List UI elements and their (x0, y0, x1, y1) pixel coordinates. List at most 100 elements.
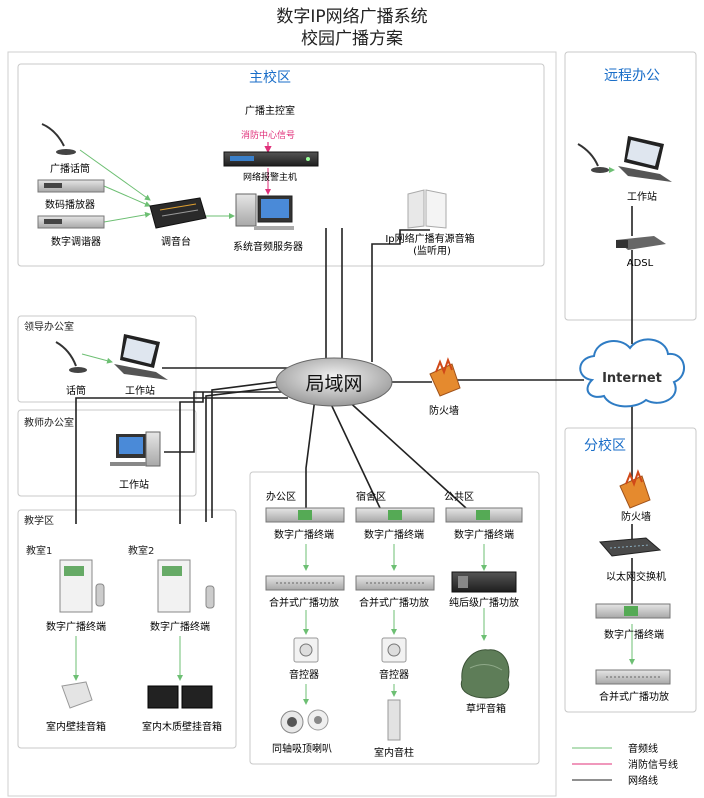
dorm-volume-label: 音控器 (379, 668, 409, 681)
fire-signal-label: 消防中心信号 (241, 129, 295, 141)
zone-branch-title: 分校区 (584, 437, 626, 454)
wood-speaker-icon (147, 685, 213, 709)
zone-areas-box (249, 471, 540, 765)
firewall-icon (429, 357, 461, 397)
wall-speaker-icon (61, 681, 93, 709)
zone-branch-box (564, 427, 697, 713)
wall-speaker-label: 室内壁挂音箱 (46, 720, 106, 733)
leader-mic-icon (55, 341, 87, 373)
zone-main-box (17, 63, 545, 267)
mixer-label: 调音台 (161, 235, 191, 248)
ceiling-speaker-label: 同轴吸顶喇叭 (272, 742, 332, 755)
class1-terminal-label: 数字广播终端 (46, 620, 106, 633)
branch-firewall-icon (619, 469, 651, 509)
dorm-terminal-label: 数字广播终端 (364, 528, 424, 541)
branch-amp-label: 合并式广播功放 (599, 690, 669, 703)
audio-server-label: 系统音频服务器 (233, 240, 303, 253)
dorm-amp-device (355, 575, 435, 591)
active-speaker-icon (407, 189, 447, 229)
network-lines (75, 206, 633, 606)
branch-firewall-label: 防火墙 (621, 510, 651, 523)
legend-network-label: 网络线 (628, 774, 658, 787)
alarm-host-label: 网络报警主机 (243, 171, 297, 183)
branch-terminal-device (595, 603, 671, 619)
teacher-workstation-label: 工作站 (119, 478, 149, 491)
lawn-speaker-label: 草坪音箱 (466, 702, 506, 715)
alarm-host-device (223, 151, 319, 167)
branch-terminal-label: 数字广播终端 (604, 628, 664, 641)
remote-laptop-icon (618, 136, 672, 182)
dorm-volume-icon (381, 637, 407, 663)
office-terminal-device (265, 507, 345, 523)
class2-label: 教室2 (128, 544, 154, 557)
zone-remote-title: 远程办公 (604, 68, 660, 84)
office-volume-label: 音控器 (289, 668, 319, 681)
digital-tuner-device (37, 215, 105, 229)
internet-cloud-icon (579, 338, 685, 408)
public-amp-label: 纯后级广播功放 (449, 596, 519, 609)
zone-teaching-title: 教学区 (24, 514, 54, 527)
ethernet-switch-icon (598, 537, 662, 557)
firewall-label: 防火墙 (429, 404, 459, 417)
internet-label: Internet (602, 371, 662, 386)
office-amp-device (265, 575, 345, 591)
outer-panel (7, 51, 557, 797)
lan-hub (275, 357, 393, 407)
remote-workstation-label: 工作站 (627, 190, 657, 203)
class1-label: 教室1 (26, 544, 52, 557)
remote-mic-icon (577, 143, 609, 173)
legend-audio-label: 音频线 (628, 742, 658, 755)
leader-workstation-label: 工作站 (125, 384, 155, 397)
zone-leader-title: 领导办公室 (24, 320, 74, 333)
legend-fire-label: 消防信号线 (628, 758, 678, 771)
digital-tuner-label: 数字调谐器 (51, 235, 101, 248)
audio-lines (73, 149, 635, 705)
switch-label: 以太网交换机 (606, 570, 666, 583)
digital-player-device (37, 179, 105, 193)
office-terminal-label: 数字广播终端 (274, 528, 334, 541)
title-line1: 数字IP网络广播系统 (276, 7, 427, 27)
zone-teaching-box (17, 509, 237, 749)
wood-speaker-label: 室内木质壁挂音箱 (142, 720, 222, 733)
zone-remote-box (564, 51, 697, 321)
class2-terminal-label: 数字广播终端 (150, 620, 210, 633)
public-area-label: 公共区 (444, 491, 474, 503)
public-amp-device (451, 571, 517, 593)
digital-player-label: 数码播放器 (45, 198, 95, 211)
column-speaker-label: 室内音柱 (374, 746, 414, 759)
zone-leader-box (17, 315, 197, 403)
zone-teacher-title: 教师办公室 (24, 416, 74, 429)
class2-terminal-device (157, 559, 215, 613)
dorm-amp-label: 合并式广播功放 (359, 596, 429, 609)
teacher-pc-icon (110, 431, 161, 467)
class1-terminal-device (59, 559, 105, 613)
lan-label: 局域网 (305, 373, 362, 395)
lawn-speaker-icon (460, 649, 510, 699)
control-room-label: 广播主控室 (245, 104, 295, 117)
zone-teacher-box (17, 409, 197, 497)
title-line2: 校园广播方案 (301, 29, 403, 49)
adsl-label: ADSL (627, 258, 654, 269)
office-volume-icon (293, 637, 319, 663)
public-terminal-label: 数字广播终端 (454, 528, 514, 541)
column-speaker-icon (387, 699, 401, 741)
office-amp-label: 合并式广播功放 (269, 596, 339, 609)
adsl-modem-icon (616, 236, 666, 250)
speaker-label-line1: Ip网络广播有源音箱 (385, 232, 474, 245)
mic-label: 广播话筒 (50, 162, 90, 175)
dorm-area-label: 宿舍区 (356, 490, 386, 503)
speaker-label-line2: (监听用) (413, 244, 451, 257)
office-area-label: 办公区 (266, 490, 296, 503)
legend (572, 747, 612, 781)
dorm-terminal-device (355, 507, 435, 523)
leader-mic-label: 话筒 (66, 384, 86, 397)
audio-server-pc-icon (235, 193, 294, 230)
public-terminal-device (445, 507, 523, 523)
gooseneck-mic-icon (41, 123, 76, 155)
zone-main-title: 主校区 (249, 69, 291, 86)
branch-amp-device (595, 669, 671, 685)
ceiling-speaker-icon (280, 709, 329, 734)
mixer-device (149, 197, 207, 229)
leader-laptop-icon (114, 334, 168, 380)
